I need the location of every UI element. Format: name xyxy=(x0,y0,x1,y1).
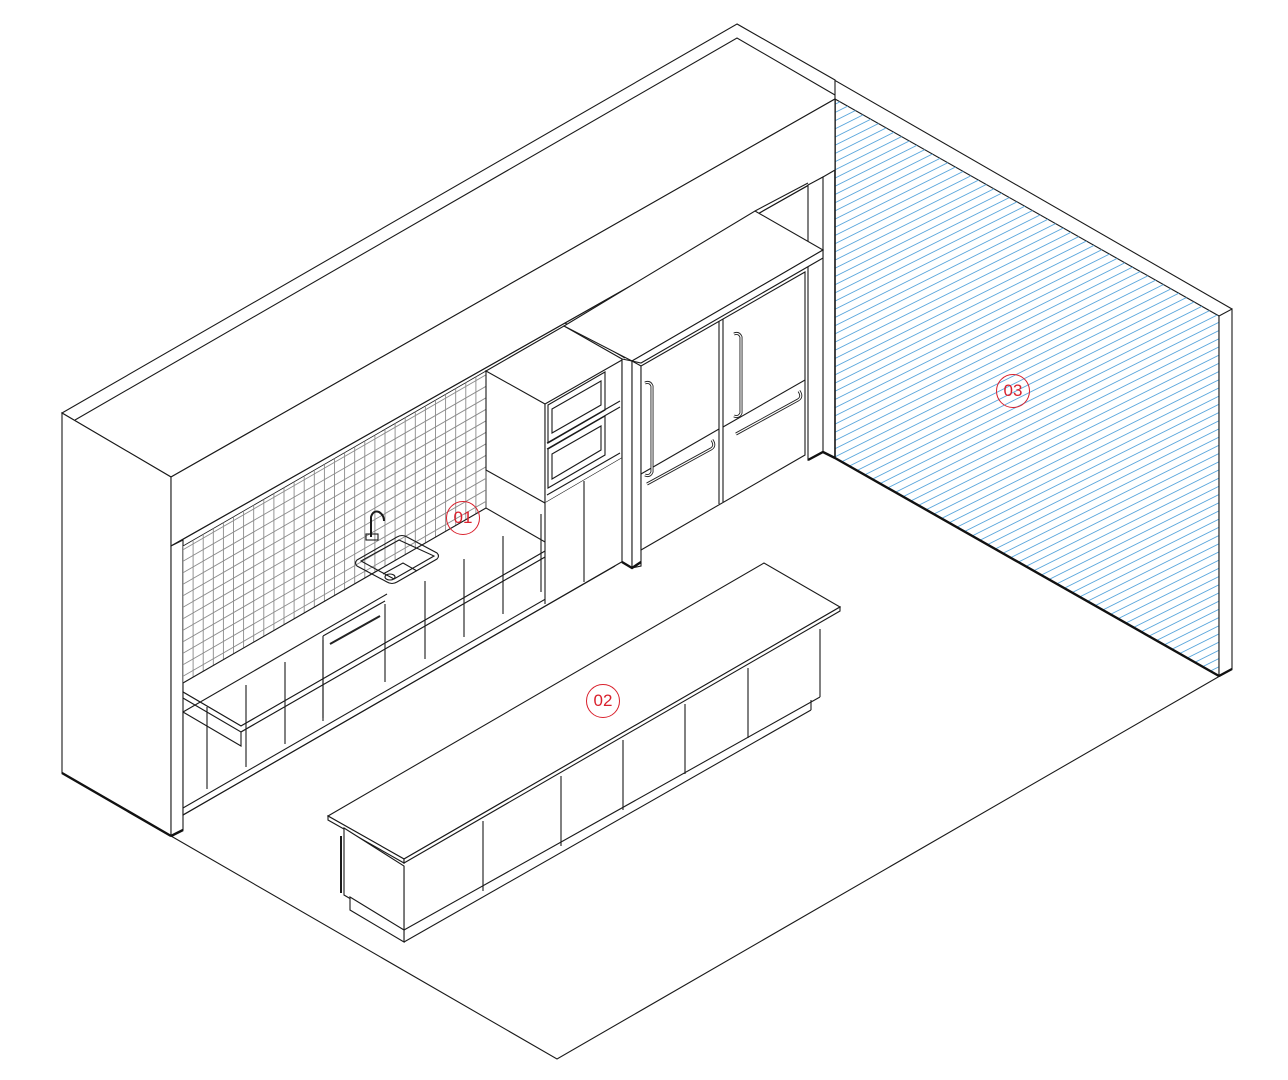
sink xyxy=(354,534,440,585)
refrigerator xyxy=(562,182,825,570)
base-cabinets xyxy=(182,492,626,816)
island xyxy=(326,562,842,950)
tall-cabinet-lower xyxy=(544,458,622,604)
left-wall xyxy=(61,412,172,838)
callout-tag-01: 01 xyxy=(446,501,480,535)
right-post xyxy=(807,176,836,462)
left-post xyxy=(170,539,184,838)
dishwasher xyxy=(322,600,386,721)
floor xyxy=(170,668,1233,1060)
callout-tag-02: 02 xyxy=(586,684,620,718)
faucet xyxy=(365,510,385,541)
callout-tag-03: 03 xyxy=(996,374,1030,408)
wall-hatch-pattern xyxy=(835,99,1219,676)
